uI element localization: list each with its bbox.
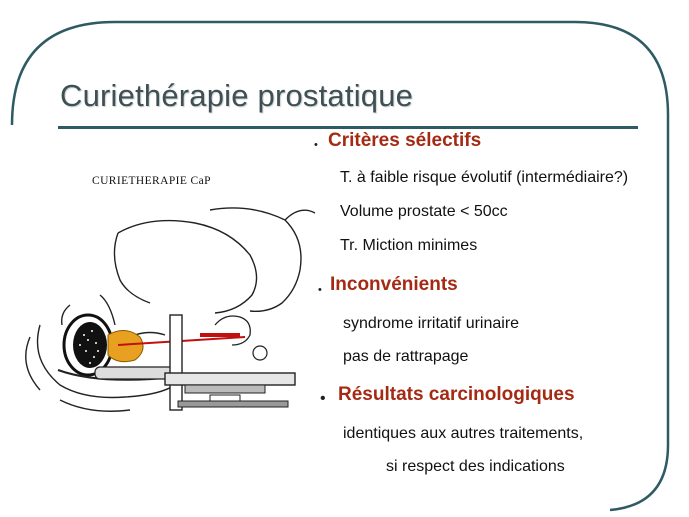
brachytherapy-illustration — [25, 207, 316, 412]
slide-title: Curiethérapie prostatique — [60, 78, 414, 113]
section-heading: Inconvénients — [330, 274, 458, 295]
figure-caption: CURIETHERAPIE CaP — [92, 175, 211, 187]
list-item: identiques aux autres traitements, — [343, 425, 584, 442]
list-item: syndrome irritatif urinaire — [343, 315, 520, 332]
list-item: si respect des indications — [386, 458, 565, 475]
bullet-dot: • — [314, 139, 318, 151]
section-heading: Critères sélectifs — [328, 130, 482, 151]
list-item: T. à faible risque évolutif (intermédiai… — [340, 169, 629, 186]
list-item: pas de rattrapage — [343, 348, 469, 365]
list-item: Tr. Miction minimes — [340, 237, 478, 254]
title-underline — [58, 126, 638, 129]
list-item: Volume prostate < 50cc — [340, 203, 508, 220]
section-heading: Résultats carcinologiques — [338, 384, 575, 405]
bullet-dot: • — [320, 390, 326, 407]
bullet-dot: • — [318, 284, 322, 296]
